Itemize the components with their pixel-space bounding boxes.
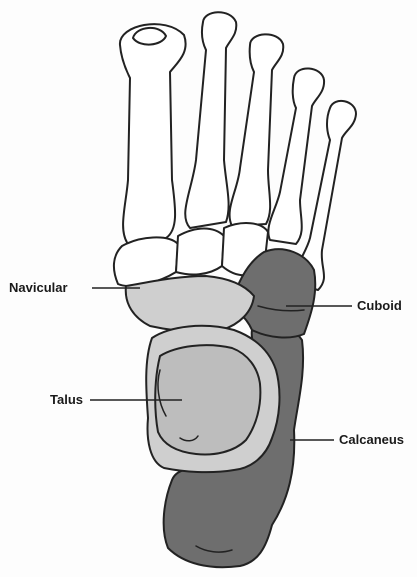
intermediate-cuneiform (176, 229, 224, 275)
navicular-bone (126, 276, 254, 332)
metatarsals-and-phalanges (114, 12, 356, 290)
calcaneus-label: Calcaneus (339, 433, 404, 446)
first-toe-tip (133, 28, 166, 45)
talus-label: Talus (50, 393, 83, 406)
navicular-label: Navicular (9, 281, 68, 294)
first-metatarsal (120, 24, 186, 244)
third-metatarsal (230, 34, 284, 226)
second-metatarsal (185, 12, 236, 228)
cuboid-label: Cuboid (357, 299, 402, 312)
